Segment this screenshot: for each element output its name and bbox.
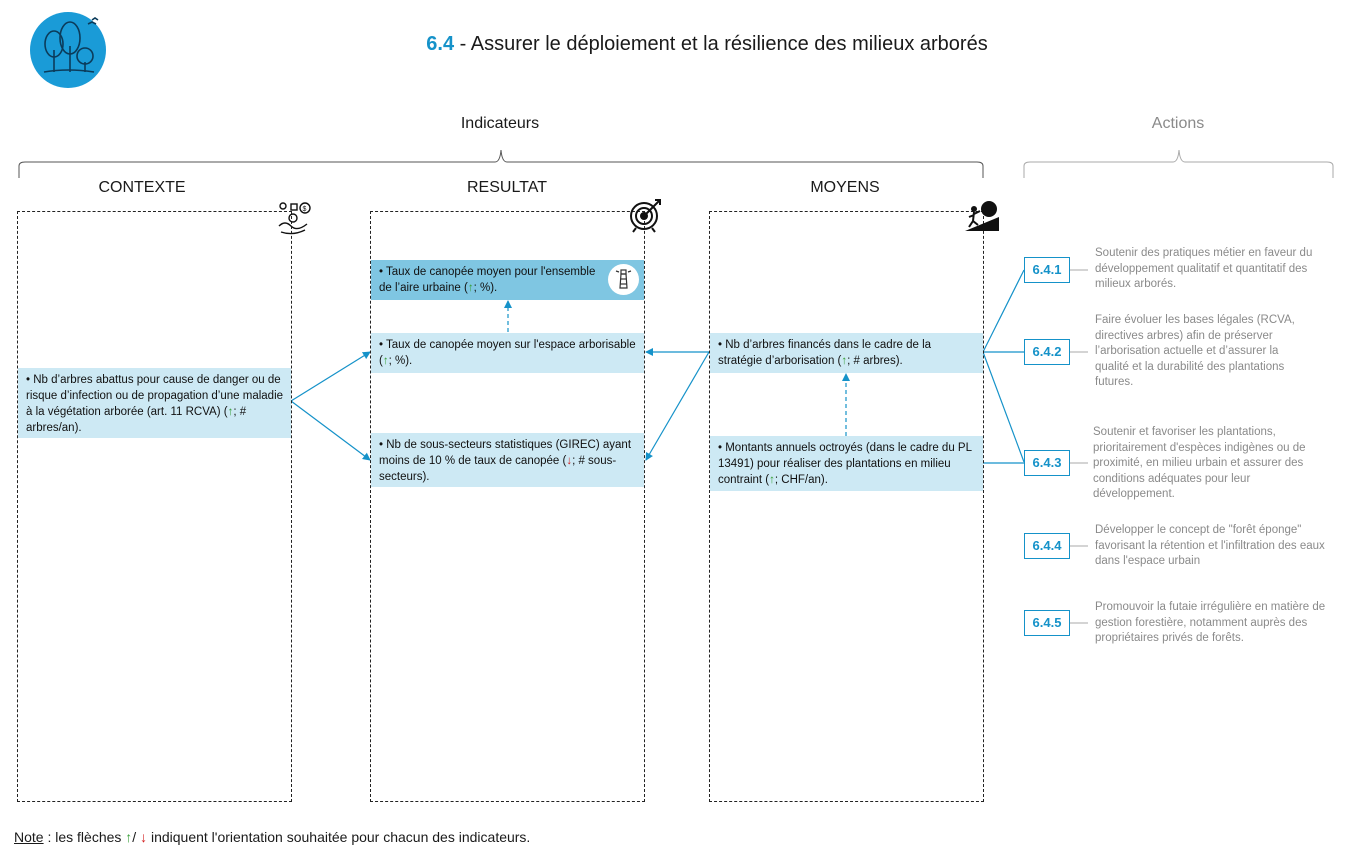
indicateurs-brace bbox=[18, 149, 984, 178]
contexte-indicator-trees-felled: • Nb d’arbres abattus pour cause de dang… bbox=[18, 368, 291, 438]
arrow-moyens1-to-result3 bbox=[645, 351, 710, 461]
arrow-contexte-to-result3 bbox=[290, 400, 371, 461]
page-title: 6.4 - Assurer le déploiement et la résil… bbox=[0, 33, 1359, 56]
svg-text:$: $ bbox=[303, 206, 307, 213]
actions-brace bbox=[1023, 149, 1334, 178]
moyens-indicator-annual-amounts: • Montants annuels octroyés (dans le cad… bbox=[710, 436, 983, 491]
line-moyens1-to-643 bbox=[982, 351, 1025, 463]
climber-icon bbox=[965, 199, 1001, 238]
action-text-6-4-5: Promouvoir la futaie irrégulière en mati… bbox=[1095, 601, 1326, 644]
trees-logo-icon bbox=[30, 12, 106, 88]
title-text: - Assurer le déploiement et la résilienc… bbox=[454, 33, 988, 55]
context-icon: $ bbox=[275, 200, 311, 241]
arrow-contexte-to-result2 bbox=[290, 351, 371, 402]
action-number-6-4-3: 6.4.3 bbox=[1024, 450, 1070, 476]
footnote: Note : les flèches ↑/ ↓ indiquent l'orie… bbox=[14, 829, 531, 845]
action-number-6-4-4: 6.4.4 bbox=[1024, 533, 1070, 559]
column-contexte bbox=[17, 211, 292, 802]
action-number-6-4-5: 6.4.5 bbox=[1024, 610, 1070, 636]
line-moyens1-to-641 bbox=[982, 269, 1025, 353]
lighthouse-icon bbox=[608, 264, 639, 295]
resultat-indicator-subsectors: • Nb de sous-secteurs statistiques (GIRE… bbox=[371, 433, 644, 487]
action-text-6-4-2: Faire évoluer les bases légales (RCVA, d… bbox=[1095, 314, 1295, 388]
column-header-moyens: MOYENS bbox=[810, 179, 880, 196]
action-text-6-4-3: Soutenir et favoriser les plantations, p… bbox=[1093, 426, 1306, 500]
resultat-indicator-canopy-arborisable: • Taux de canopée moyen sur l'espace arb… bbox=[371, 333, 644, 373]
target-icon bbox=[628, 197, 664, 238]
column-resultat bbox=[370, 211, 645, 802]
section-indicateurs: Indicateurs bbox=[460, 115, 540, 132]
action-number-6-4-1: 6.4.1 bbox=[1024, 257, 1070, 283]
column-header-resultat: RESULTAT bbox=[466, 179, 547, 196]
action-text-6-4-1: Soutenir des pratiques métier en faveur … bbox=[1095, 247, 1313, 290]
column-header-contexte: CONTEXTE bbox=[98, 179, 186, 196]
title-number: 6.4 bbox=[426, 33, 455, 55]
resultat-indicator-canopy-urban: • Taux de canopée moyen pour l'ensemble … bbox=[371, 260, 644, 300]
action-number-6-4-2: 6.4.2 bbox=[1024, 339, 1070, 365]
section-actions: Actions bbox=[1151, 115, 1205, 132]
moyens-indicator-trees-funded: • Nb d’arbres financés dans le cadre de … bbox=[710, 333, 983, 373]
column-moyens bbox=[709, 211, 984, 802]
action-text-6-4-4: Développer le concept de "forêt éponge" … bbox=[1095, 524, 1325, 567]
